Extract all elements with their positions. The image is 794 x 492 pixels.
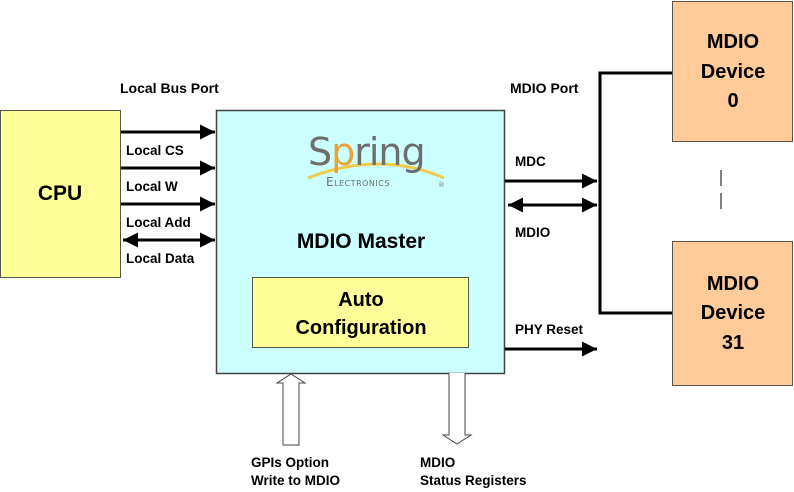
- gpi-input: GPIs Option Write to MDIO: [251, 373, 340, 488]
- logo-letters-ring: ring: [354, 130, 424, 174]
- mdio-port-title: MDIO Port: [510, 80, 579, 96]
- mdio-device-0-line1: MDIO: [707, 31, 759, 53]
- status-down-arrow: [441, 373, 473, 445]
- mdio-master-label: MDIO Master: [297, 230, 425, 253]
- spring-electronics-logo: Spring Electronics ®: [307, 130, 445, 189]
- mdc-label: MDC: [515, 154, 546, 169]
- local-cs-label: Local CS: [126, 143, 184, 158]
- mdio-device-0-line3: 0: [727, 90, 738, 112]
- mdio-bus-line: [598, 71, 672, 315]
- status-label-line1: MDIO: [420, 455, 455, 470]
- auto-configuration-line1: Auto: [338, 289, 384, 311]
- mdio-device-31: MDIO Device 31: [672, 241, 793, 386]
- mdio-master-block: Spring Electronics ® MDIO Master Auto Co…: [215, 109, 506, 375]
- mdio-device-0-box: [672, 1, 793, 142]
- mdio-device-31-box: [672, 241, 793, 386]
- local-w-label: Local W: [126, 179, 178, 194]
- gpi-up-arrow: [275, 373, 307, 446]
- logo-swoosh-icon: [307, 162, 445, 180]
- phy-reset-label: PHY Reset: [515, 322, 584, 337]
- mdio-device-0-line2: Device: [701, 61, 766, 83]
- mdio-label: MDIO: [515, 225, 550, 240]
- auto-configuration-box: [252, 277, 469, 348]
- local-add-label: Local Add: [126, 215, 191, 230]
- cpu-label: CPU: [38, 182, 82, 205]
- gpi-label-line2: Write to MDIO: [251, 473, 340, 488]
- mdio-device-0: MDIO Device 0: [672, 1, 793, 142]
- mdio-port-signals: MDC MDIO PHY Reset: [505, 154, 597, 357]
- cpu-box: [0, 110, 121, 278]
- logo-letter-p: p: [331, 130, 354, 174]
- local-data-label: Local Data: [126, 251, 195, 266]
- local-bus-port-title: Local Bus Port: [120, 80, 219, 96]
- mdio-device-31-line1: MDIO: [707, 273, 759, 295]
- logo-brand-text: Spring: [308, 130, 425, 174]
- status-label-line2: Status Registers: [420, 473, 527, 488]
- logo-registered-mark: ®: [438, 181, 445, 189]
- cpu-block: CPU: [0, 110, 121, 278]
- local-bus-signals: Local CS Local W Local Add Local Data: [121, 124, 215, 266]
- logo-sub-text: Electronics: [326, 175, 390, 189]
- auto-configuration-line2: Configuration: [295, 317, 426, 339]
- mdio-device-31-line2: Device: [701, 302, 766, 324]
- gpi-label-line1: GPIs Option: [251, 455, 329, 470]
- auto-configuration-block: Auto Configuration: [252, 277, 469, 348]
- mdio-device-31-line3: 31: [722, 332, 744, 354]
- status-output: MDIO Status Registers: [420, 373, 527, 488]
- logo-letter-s: S: [308, 130, 331, 174]
